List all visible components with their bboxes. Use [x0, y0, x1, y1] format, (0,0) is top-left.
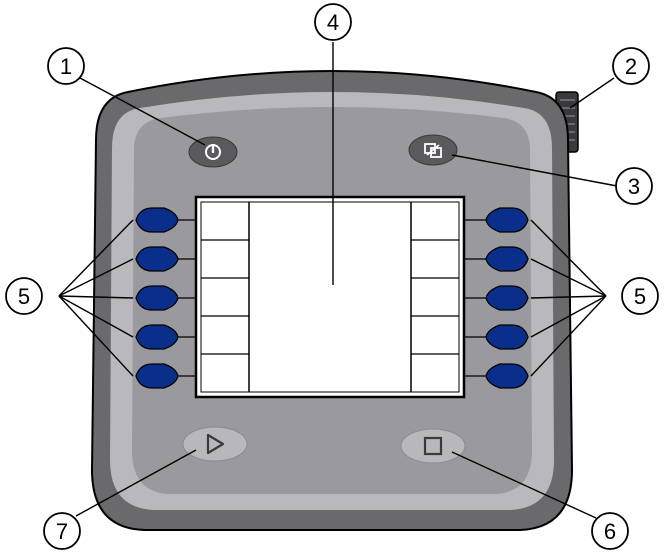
switch-view-button[interactable]: [408, 134, 458, 166]
play-icon: [206, 433, 225, 455]
callout-4: 4: [314, 3, 352, 41]
svg-text:4: 4: [327, 10, 339, 35]
svg-text:6: 6: [604, 519, 616, 544]
screen-right-softkey-fields: [410, 202, 459, 392]
callout-6: 6: [591, 512, 629, 550]
right-softkey-1[interactable]: [464, 207, 529, 233]
callout-7: 7: [43, 512, 81, 550]
stop-button[interactable]: [400, 428, 466, 464]
svg-text:7: 7: [56, 519, 68, 544]
left-softkeys: [135, 207, 196, 389]
left-softkey-4[interactable]: [135, 324, 196, 350]
right-softkey-4[interactable]: [464, 324, 529, 350]
display-screen: [194, 195, 466, 399]
left-softkey-2[interactable]: [135, 246, 196, 272]
svg-text:5: 5: [18, 284, 30, 309]
right-softkeys: [464, 207, 529, 389]
callout-2: 2: [612, 47, 650, 85]
svg-text:3: 3: [628, 174, 640, 199]
callout-5-right: 5: [621, 277, 659, 315]
callout-1: 1: [47, 47, 85, 85]
svg-text:2: 2: [625, 54, 637, 79]
right-softkey-2[interactable]: [464, 246, 529, 272]
svg-text:5: 5: [634, 284, 646, 309]
start-button[interactable]: [182, 426, 248, 462]
switch-view-icon: [424, 143, 442, 158]
stop-icon: [423, 436, 443, 456]
on-off-button[interactable]: [188, 136, 238, 168]
callout-5-left: 5: [5, 277, 43, 315]
leader-lines: [58, 42, 618, 519]
left-softkey-1[interactable]: [135, 207, 196, 233]
screen-left-softkey-fields: [201, 202, 250, 392]
right-softkey-3[interactable]: [464, 285, 529, 311]
svg-text:1: 1: [60, 54, 72, 79]
callout-3: 3: [615, 167, 653, 205]
left-softkey-3[interactable]: [135, 285, 196, 311]
left-softkey-5[interactable]: [135, 363, 196, 389]
right-softkey-5[interactable]: [464, 363, 529, 389]
power-icon: [205, 144, 221, 160]
